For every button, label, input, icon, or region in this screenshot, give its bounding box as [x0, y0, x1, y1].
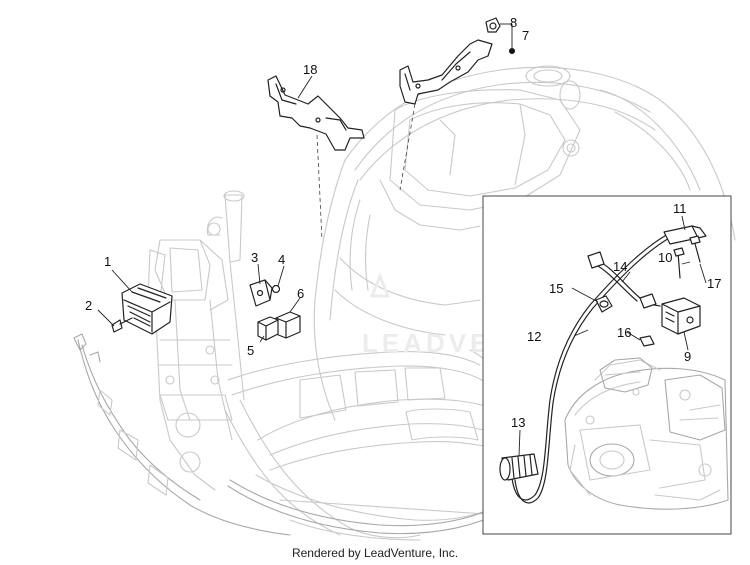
callout-17: 17	[707, 276, 721, 291]
floor-cable-outline	[227, 479, 503, 535]
engine-outline	[564, 357, 729, 510]
callout-16: 16	[617, 325, 631, 340]
callout-14: 14	[613, 259, 627, 274]
callout-2: 2	[85, 298, 92, 313]
callout-18: 18	[303, 62, 317, 77]
callout-13: 13	[511, 415, 525, 430]
part-17-screw	[689, 235, 701, 263]
callout-3: 3	[251, 250, 258, 265]
callout-7: 7	[522, 28, 529, 43]
part-8-nut	[485, 17, 501, 33]
part-9-ignition-coil	[661, 297, 701, 335]
part-5-relay	[257, 316, 279, 341]
part-4-nut	[271, 284, 281, 294]
callout-8: 8	[510, 15, 517, 30]
footer-credit: Rendered by LeadVenture, Inc.	[291, 546, 459, 560]
part-1-voltage-regulator	[121, 283, 173, 335]
callout-12: 12	[527, 329, 541, 344]
callout-4: 4	[278, 252, 285, 267]
callout-11: 11	[673, 201, 687, 216]
callout-5: 5	[247, 343, 254, 358]
part-18-bracket	[267, 75, 365, 151]
part-2-screw	[111, 317, 133, 333]
part-7-dashed-leader	[399, 103, 416, 191]
watermark-logo	[369, 271, 391, 298]
part-18-dashed-leader	[316, 134, 323, 241]
part-12-cable-inner	[514, 236, 672, 504]
part-14-connector	[587, 251, 657, 309]
callout-10: 10	[658, 250, 672, 265]
part-15-grommet	[595, 295, 613, 313]
callout-leader-lines	[97, 23, 707, 457]
part-16-clip	[639, 335, 655, 347]
callout-15: 15	[549, 281, 563, 296]
part-13-plug-boot	[499, 453, 539, 481]
callout-9: 9	[684, 349, 691, 364]
part-10-bolt	[673, 247, 685, 279]
part-12-cable	[511, 233, 669, 501]
callout-6: 6	[297, 286, 304, 301]
callout-1: 1	[104, 254, 111, 269]
part-14-wire-inner	[595, 264, 638, 302]
part-3-bracket	[249, 279, 273, 307]
front-frame-outline	[73, 190, 291, 536]
part-6-relay	[275, 311, 301, 339]
